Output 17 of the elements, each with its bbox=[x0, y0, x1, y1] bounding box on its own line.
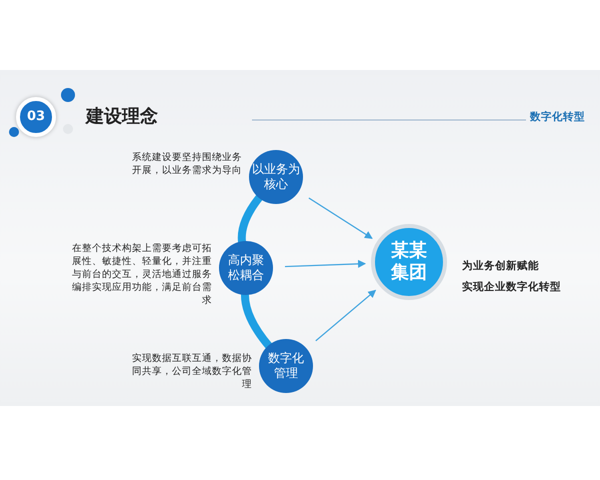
arrow bbox=[308, 198, 373, 239]
arc-connector bbox=[240, 292, 273, 350]
section-label: 数字化转型 bbox=[530, 110, 585, 124]
slogan-text: 实现企业数字化转型 bbox=[462, 281, 561, 294]
description-text: 系统建设要坚持围绕业务开展，以业务需求为导向 bbox=[131, 151, 242, 177]
arrow bbox=[315, 290, 376, 342]
description-text: 实现数据互联互通，数据协同共享，公司全域数字化管理 bbox=[131, 352, 252, 391]
description-text: 在整个技术构架上需要考虑可拓展性、敏捷性、轻量化，并注重与前台的交互，灵活地通过服务编排实现应用功能，满足前台需求 bbox=[71, 242, 212, 307]
slogan-text: 为业务创新赋能 bbox=[462, 260, 539, 273]
node-label: 03 bbox=[26, 108, 46, 126]
arrow bbox=[284, 260, 366, 268]
node-label: 以业务为核心 bbox=[251, 162, 301, 192]
node-label: 某某集团 bbox=[390, 240, 428, 284]
arc-connector bbox=[238, 194, 264, 244]
title: 建设理念 bbox=[86, 105, 158, 128]
node-label: 数字化管理 bbox=[267, 351, 305, 381]
node-label: 高内聚松耦合 bbox=[227, 253, 265, 283]
